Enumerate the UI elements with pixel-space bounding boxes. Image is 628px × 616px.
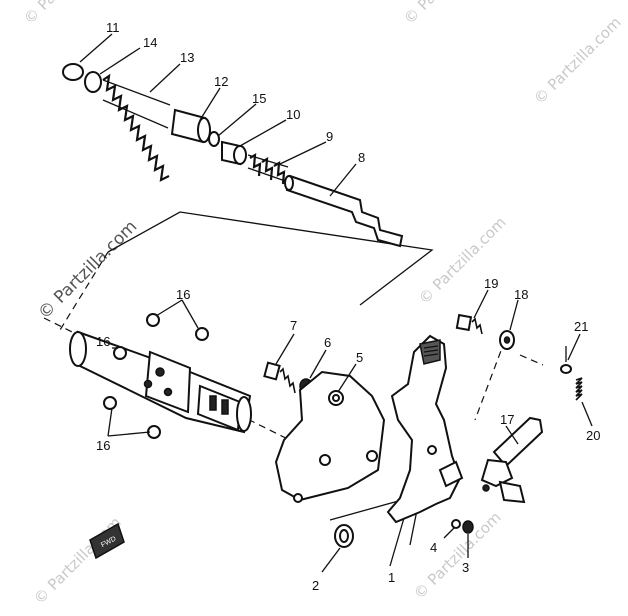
pedal-part-17: [480, 416, 544, 504]
callout-17: 17: [500, 412, 514, 427]
washer-part-18: [499, 330, 515, 350]
callout-16-left: 16: [96, 334, 110, 349]
pin-4: [103, 396, 117, 410]
callout-11: 11: [106, 20, 120, 35]
callouts: 11 14 13 12 15 10 9 8 16 16 16 7 6 5 19 …: [96, 20, 600, 593]
bolt-line: [474, 339, 506, 421]
shift-shaft-part-8: [284, 174, 404, 248]
enclosure-line: [107, 211, 434, 306]
callout-13: 13: [180, 50, 194, 65]
callout-7: 7: [290, 318, 297, 333]
collar-part-12: [170, 108, 211, 144]
callout-12: 12: [214, 74, 228, 89]
shift-lever-part-1: [386, 334, 464, 524]
circlip-part-11: [62, 63, 84, 81]
callout-1: 1: [388, 570, 395, 585]
callout-20: 20: [586, 428, 600, 443]
callout-8: 8: [358, 150, 365, 165]
watermark-top-left: © Partzilla.com: [20, 0, 115, 28]
spring-part-20: [575, 377, 583, 401]
pins-part-16: [103, 313, 209, 439]
washer-part-14: [84, 71, 102, 93]
pin-3: [113, 346, 127, 360]
pin-part-21: [560, 346, 572, 374]
shaft-axis-line: [59, 251, 109, 331]
pin-1: [146, 313, 160, 327]
callout-18: 18: [514, 287, 528, 302]
watermark-right: © Partzilla.com: [530, 13, 625, 108]
bolt-part-7: [263, 361, 296, 394]
callout-3: 3: [462, 560, 469, 575]
clip-part-15: [208, 131, 220, 147]
watermark-mid-right: © Partzilla.com: [415, 213, 510, 308]
fwd-badge: FWD: [89, 522, 125, 560]
bolt-part-19: [455, 313, 483, 335]
cover-plate-part-5: [274, 370, 386, 503]
callout-19: 19: [484, 276, 498, 291]
nut-part-3: [462, 520, 474, 534]
grommet-part-2: [334, 524, 354, 548]
watermarks: © Partzilla.com © Partzilla.com © Partzi…: [20, 0, 625, 608]
spring-part-13: [102, 73, 171, 182]
washer-part-4: [451, 519, 461, 529]
watermark-top-mid: © Partzilla.com: [400, 0, 495, 28]
pin-2: [195, 327, 209, 341]
callout-16-bottom: 16: [96, 438, 110, 453]
callout-4: 4: [430, 540, 437, 555]
callout-16-top: 16: [176, 287, 190, 302]
callout-2: 2: [312, 578, 319, 593]
callout-10: 10: [286, 107, 300, 122]
pin-line: [519, 354, 544, 366]
callout-15: 15: [252, 91, 266, 106]
leader-lines: [79, 33, 593, 573]
callout-9: 9: [326, 129, 333, 144]
callout-5: 5: [356, 350, 363, 365]
callout-21: 21: [574, 319, 588, 334]
watermark-main: © Partzilla.com: [34, 217, 141, 324]
callout-14: 14: [143, 35, 157, 50]
callout-6: 6: [324, 335, 331, 350]
spring-part-9: [247, 152, 289, 185]
